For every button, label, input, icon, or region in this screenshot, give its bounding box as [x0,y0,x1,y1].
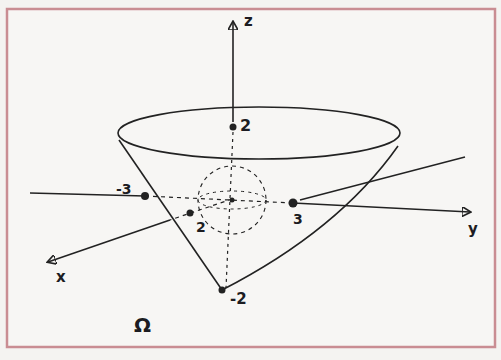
point-label: 3 [293,212,303,226]
axis-label: y [468,222,478,237]
point-label: 2 [196,220,206,234]
axis-label: x [56,270,66,285]
region-label: Ω [134,315,151,335]
point-label: 2 [240,118,251,134]
axis-label: z [244,14,253,29]
point-label: -3 [116,182,132,196]
point-label: -2 [230,292,247,307]
